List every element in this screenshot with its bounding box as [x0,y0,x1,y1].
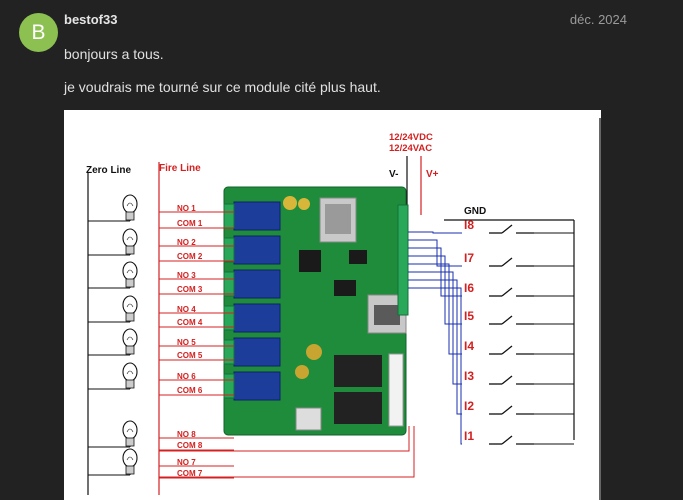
fire-line-label: Fire Line [159,163,201,174]
relay-no-label: NO 1 [177,204,196,213]
post-paragraph-2: je voudrais me tourné sur ce module cité… [64,79,381,95]
wiring-diagram-image[interactable]: Zero Line Fire Line 12/24VDC 12/24VAC V-… [64,110,601,500]
input-label: I5 [464,309,474,323]
bulb-icon [122,448,138,475]
input-switch: I2 [464,399,574,415]
relay-no-label: NO 6 [177,372,196,381]
relay-module [233,337,281,367]
input-label: I3 [464,369,474,383]
relay-com-label: COM 5 [177,351,203,360]
input-switch: I7 [464,251,574,267]
input-switch: I1 [464,429,574,445]
input-switch: I4 [464,339,574,355]
bulb-icon [122,328,138,355]
relay-no-label: NO 7 [177,458,196,467]
input-label: I8 [464,218,474,232]
zero-line-label: Zero Line [86,165,131,176]
relay-com-label: COM 7 [177,469,203,478]
relay-board [223,186,409,436]
supply-label-dc: 12/24VDC [389,132,433,143]
input-label: I7 [464,251,474,265]
relay-no-label: NO 2 [177,238,196,247]
bulb-icon [122,228,138,255]
v-plus-label: V+ [426,169,439,180]
input-switch: I3 [464,369,574,385]
relay-com-label: COM 3 [177,285,203,294]
post-username[interactable]: bestof33 [64,12,118,27]
wiring-diagram-svg: Zero Line Fire Line 12/24VDC 12/24VAC V-… [86,118,601,500]
relay-module [233,201,281,231]
relay-no-label: NO 8 [177,430,196,439]
relay-no-label: NO 4 [177,305,196,314]
avatar[interactable]: B [19,13,58,52]
supply-label-ac: 12/24VAC [389,143,432,154]
input-label: I1 [464,429,474,443]
relay-module [233,235,281,265]
relay-no-label: NO 3 [177,271,196,280]
bulb-icon [122,261,138,288]
bulb-icon [122,362,138,389]
bulb-icon [122,420,138,447]
input-switch: I6 [464,281,574,297]
post-paragraph-1: bonjours a tous. [64,46,164,62]
relay-module [233,269,281,299]
relay-module [233,303,281,333]
input-label: I2 [464,399,474,413]
relay-com-label: COM 2 [177,252,203,261]
input-switch: I5 [464,309,574,325]
relay-com-label: COM 1 [177,219,203,228]
relay-com-label: COM 6 [177,386,203,395]
relay-com-label: COM 8 [177,441,203,450]
input-label: I4 [464,339,474,353]
relay-no-label: NO 5 [177,338,196,347]
relay-module [233,371,281,401]
input-label: I6 [464,281,474,295]
post-date[interactable]: déc. 2024 [569,12,627,27]
bulb-icon [122,194,138,221]
relay-com-label: COM 4 [177,318,203,327]
input-switch: I8 [464,218,574,234]
gnd-label: GND [464,206,486,217]
v-minus-label: V- [389,169,398,180]
bulb-icon [122,295,138,322]
